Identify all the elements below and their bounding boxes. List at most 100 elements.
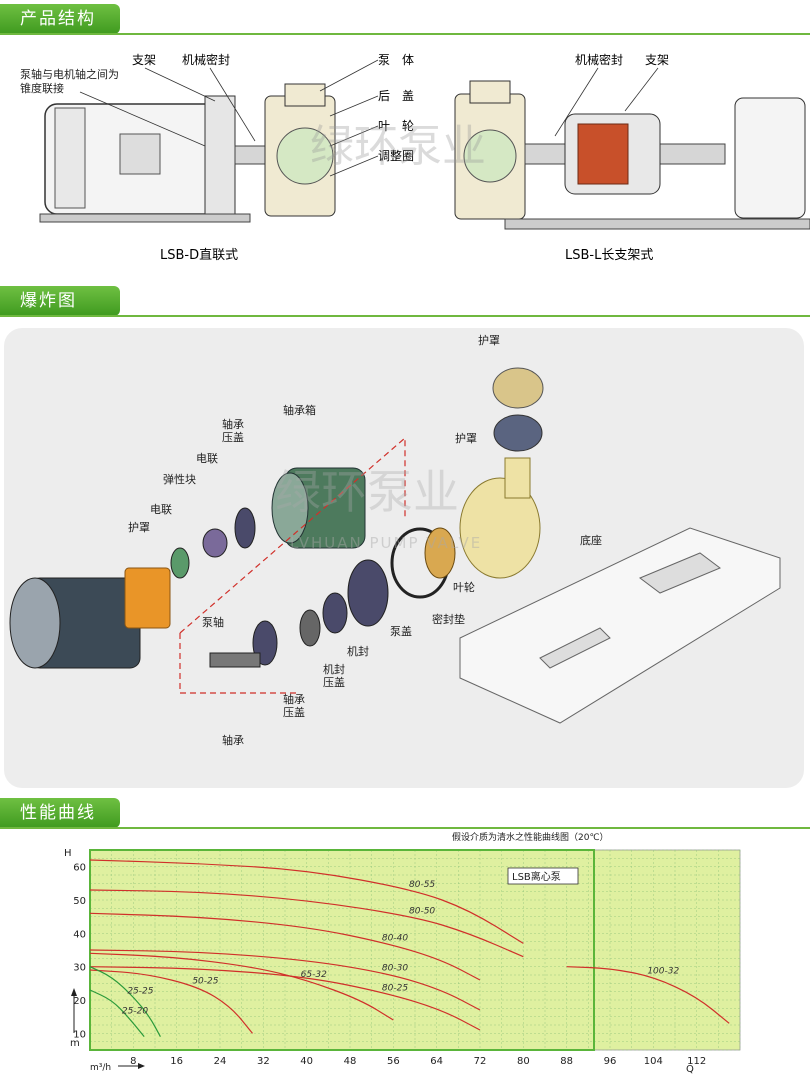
label-bracket-left: 支架	[132, 53, 156, 67]
chart-x-tick-label: 32	[257, 1056, 270, 1067]
chart-series-group: 80-55 80-50 80-40 80-30 80-25 65-32 50-25 25-25…	[89, 859, 730, 1038]
chart-series-line-65-32	[89, 952, 394, 1021]
section-header-performance: 性能曲线	[0, 798, 120, 828]
label-pump-body: 泵 体	[378, 53, 414, 67]
pump-casing-illustration	[459, 367, 544, 579]
chart-x-tick-label: 72	[474, 1056, 487, 1067]
chart-series-label-100-32: 100-32	[647, 967, 679, 977]
pump-lsb-d-illustration	[39, 83, 336, 223]
label-pump-shaft: 泵轴	[202, 615, 224, 629]
section-title-structure: 产品结构	[20, 9, 96, 29]
chart-x-tick-label: 104	[644, 1056, 663, 1067]
label-bearing-cover-1: 轴承压盖	[222, 417, 244, 444]
chart-series-line-80-50	[89, 889, 524, 958]
section-header-exploded: 爆炸图	[0, 286, 120, 316]
label-guard-left: 护罩	[128, 520, 150, 534]
label-rear-cover: 后 盖	[378, 89, 414, 103]
chart-y-tick-label: 10	[73, 1029, 86, 1040]
chart-y-tick-label: 30	[73, 963, 86, 974]
label-seal-cover: 机封压盖	[323, 662, 345, 689]
label-guard-top: 护罩	[478, 333, 500, 347]
chart-title: 假设介质为清水之性能曲线图（20℃）	[452, 831, 609, 843]
chart-series-line-80-25	[89, 966, 481, 1031]
watermark-exploded: 绿环泵业	[275, 465, 459, 519]
chart-series-line-80-55	[89, 859, 524, 944]
chart-x-tick-label: 24	[214, 1056, 227, 1067]
caption-lsb-l: LSB-L长支架式	[565, 248, 653, 263]
chart-y-tick-label: 60	[73, 863, 86, 874]
chart-y-label: H	[64, 848, 72, 859]
label-coupling-2: 电联	[150, 503, 172, 516]
chart-x-label: Q	[686, 1064, 694, 1075]
performance-chart: 假设介质为清水之性能曲线图（20℃） 80-5580-5080-4080-308…	[64, 831, 741, 1075]
label-bearing-box: 轴承箱	[283, 403, 316, 417]
label-adjust-ring: 调整圈	[378, 148, 414, 163]
section-title-exploded: 爆炸图	[20, 291, 77, 311]
chart-series-line-25-20	[89, 989, 145, 1038]
label-shaft-taper-line1: 泵轴与电机轴之间为	[20, 67, 119, 81]
chart-series-line-80-30	[89, 949, 481, 1011]
chart-series-label-80-30: 80-30	[382, 963, 408, 973]
label-mech-seal-exploded: 机封	[347, 644, 369, 658]
section-divider-performance	[0, 827, 810, 829]
chart-x-tick-label: 80	[517, 1056, 530, 1067]
label-mech-seal-left: 机械密封	[182, 52, 230, 67]
chart-legend-text: LSB离心泵	[512, 870, 561, 883]
section-divider-exploded	[0, 315, 810, 317]
chart-series-label-50-25: 50-25	[192, 977, 218, 987]
label-shaft-taper: 泵轴与电机轴之间为 锥度联接	[20, 67, 123, 95]
chart-y-tick-label: 20	[73, 996, 86, 1007]
chart-series-label-80-25: 80-25	[382, 983, 408, 993]
chart-x-tick-label: 40	[300, 1056, 313, 1067]
structure-diagram: 泵轴与电机轴之间为 锥度联接 支架 机械密封 泵 体 后 盖 叶 轮 调整圈 机…	[20, 52, 810, 263]
small-parts-illustration	[170, 507, 456, 668]
chart-series-label-80-55: 80-55	[409, 880, 435, 890]
section-divider-structure	[0, 33, 810, 35]
exploded-diagram: 护罩 轴承箱 轴承压盖 电联 弹性块 电联 护罩 护罩 底座 叶轮 密封垫 泵盖…	[9, 333, 781, 747]
chart-series-label-80-40: 80-40	[382, 933, 408, 943]
chart-legend-box	[507, 867, 579, 885]
watermark-structure: 绿环泵业	[310, 121, 486, 172]
chart-x-tick-label: 96	[604, 1056, 617, 1067]
pump-lsb-l-illustration	[454, 80, 810, 230]
label-shaft-taper-line2: 锥度联接	[20, 81, 64, 95]
chart-x-unit: m³/h	[90, 1063, 111, 1073]
chart-x-tick-label: 56	[387, 1056, 400, 1067]
section-header-structure: 产品结构	[0, 4, 120, 34]
label-mech-seal-right: 机械密封	[575, 52, 623, 67]
exploded-guide-line	[179, 436, 406, 634]
chart-x-tick-label: 88	[560, 1056, 573, 1067]
label-base: 底座	[580, 533, 602, 547]
label-guard-right: 护罩	[455, 431, 477, 445]
label-coupling: 电联	[196, 452, 218, 465]
label-elastic-block: 弹性块	[163, 472, 196, 486]
chart-series-label-65-32: 65-32	[301, 970, 327, 980]
chart-x-tick-label: 112	[687, 1056, 706, 1067]
label-gasket: 密封垫	[432, 612, 465, 626]
chart-y-ticks: 10 20 30 40 50 60	[73, 863, 86, 1041]
caption-lsb-d: LSB-D直联式	[160, 248, 238, 263]
chart-x-tick-label: 8	[130, 1056, 136, 1067]
label-bracket-right: 支架	[645, 53, 669, 67]
label-bearing: 轴承	[222, 733, 244, 747]
motor-illustration	[9, 567, 171, 669]
chart-y-unit: m	[70, 1038, 80, 1049]
chart-y-tick-label: 40	[73, 929, 86, 940]
label-bearing-cover-2: 轴承压盖	[283, 692, 305, 719]
chart-x-tick-label: 64	[430, 1056, 443, 1067]
chart-series-line-80-40	[89, 912, 481, 981]
chart-series-label-25-20: 25-20	[122, 1007, 148, 1017]
base-illustration	[459, 527, 781, 724]
chart-series-label-25-25: 25-25	[127, 987, 153, 997]
label-impeller-exploded: 叶轮	[453, 580, 475, 594]
section-title-performance: 性能曲线	[20, 803, 96, 823]
chart-series-line-100-32	[566, 966, 730, 1024]
chart-series-label-80-50: 80-50	[409, 907, 435, 917]
chart-x-tick-label: 48	[344, 1056, 357, 1067]
label-impeller-struct: 叶 轮	[378, 119, 414, 133]
chart-y-tick-label: 50	[73, 896, 86, 907]
chart-series-line-25-25	[89, 966, 161, 1037]
watermark-exploded-en: LVHUAN PUMP VALVE	[290, 534, 482, 552]
label-pump-cover: 泵盖	[390, 624, 412, 638]
